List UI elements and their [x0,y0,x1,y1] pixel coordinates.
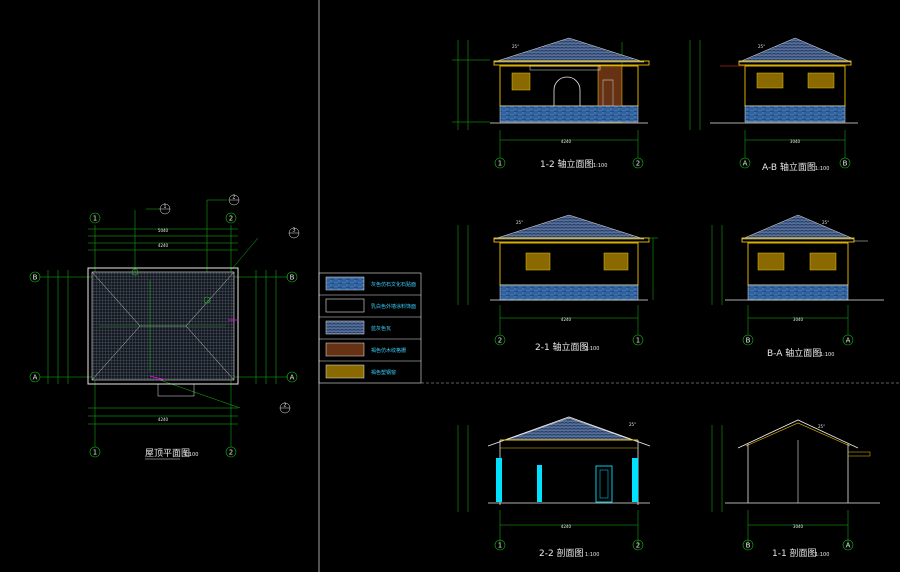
plan-dim-width: 4240 [158,243,169,248]
elev-1-2-axis-right: 2 [636,160,640,168]
elev-b-a-slope: 25° [822,220,829,225]
elev-1-2-axis-left: 1 [498,160,502,168]
plan-dim-width-bottom: 4240 [158,417,169,422]
roof-plan-drawing[interactable]: 1 2 1 2 B A B A 1 2 3 2 5040 4240 4240 屋… [29,195,300,460]
elev-2-1-title: 2-1 轴立面图 [535,341,589,353]
legend-swatch-window [325,364,365,379]
plan-axis-top-left: 1 [93,215,97,223]
elev-a-b-title: A-B 轴立面图 [762,161,816,173]
plan-axis-right-bottom: A [290,374,295,382]
elev-b-a-title: B-A 轴立面图 [767,347,821,359]
legend-label-white: 乳白色外墙涂料饰面 [371,303,416,310]
sect-1-1-axis-right: A [846,542,851,550]
sect-2-2-axis-left: 1 [498,542,502,550]
sect-2-2-title: 2-2 剖面图 [539,547,584,559]
elev-a-b-slope: 25° [758,44,765,49]
legend-swatch-tile [325,320,365,335]
plan-axis-bottom-right: 2 [229,449,233,457]
elev-2-1-axis-right: 1 [636,337,640,345]
legend-swatch-white [325,298,365,313]
elev-1-2-scale: 1:100 [593,163,607,169]
sect-2-2-dim: 4240 [561,524,572,529]
elev-b-a-dim: 3040 [793,317,804,322]
sect-1-1-title: 1-1 剖面图 [772,547,817,559]
elev-a-b-dim: 3040 [790,139,801,144]
material-legend: 灰色仿石文化石贴面 乳白色外墙涂料饰面 蓝灰色瓦 褐色仿木纹格栅 褐色塑钢窗 [318,272,422,384]
legend-swatch-wood [325,342,365,357]
elev-a-b-axis-left: A [743,160,748,168]
sect-1-1-dim: 3040 [793,524,804,529]
sect-1-1-slope: 25° [818,424,825,429]
sect-1-1-axis-left: B [746,542,751,550]
sect-1-1-scale: 1:100 [815,552,829,558]
elevation-a-b[interactable]: 25° 3040 A B A-B 轴立面图 1:100 [689,37,858,173]
plan-dim-total: 5040 [158,228,169,233]
elev-1-2-title: 1-2 轴立面图 [540,158,594,170]
plan-axis-bottom-left: 1 [93,449,97,457]
elev-1-2-slope: 25° [512,44,519,49]
legend-label-tile: 蓝灰色瓦 [371,325,391,332]
elev-b-a-scale: 1:100 [820,352,834,358]
legend-label-wood: 褐色仿木纹格栅 [371,347,406,354]
roof-plan-scale: 1:100 [184,452,198,458]
plan-axis-right-top: B [290,274,295,282]
sect-2-2-scale: 1:100 [585,552,599,558]
detail-mark-2: 2 [232,195,235,201]
elev-2-1-dim: 4240 [561,317,572,322]
elev-2-1-axis-left: 2 [498,337,502,345]
detail-mark-3: 3 [292,228,295,234]
sect-2-2-slope: 25° [629,422,636,427]
elev-1-2-dim: 4240 [561,139,572,144]
elev-2-1-scale: 1:100 [585,346,599,352]
legend-label-stone: 灰色仿石文化石贴面 [371,281,416,288]
section-1-1[interactable]: 25° 3040 B A 1-1 剖面图 1:100 [711,419,880,559]
roof-plan-title: 屋顶平面图 [145,448,190,459]
elevation-b-a[interactable]: 25° 3040 B A B-A 轴立面图 1:100 [711,214,884,359]
elev-2-1-slope: 25° [516,220,523,225]
sect-2-2-axis-right: 2 [636,542,640,550]
elev-b-a-axis-right: A [846,337,851,345]
plan-axis-top-right: 2 [229,215,233,223]
detail-mark-4: 2 [283,403,286,409]
plan-axis-left-top: B [33,274,38,282]
section-2-2[interactable]: 25° 4240 1 2 2-2 剖面图 1:100 [457,416,651,559]
elevation-2-1[interactable]: 25° 4240 2 1 2-1 轴立面图 1:100 [457,214,658,353]
plan-axis-left-bottom: A [33,374,38,382]
elev-a-b-scale: 1:100 [815,166,829,172]
elev-b-a-axis-left: B [746,337,751,345]
detail-mark-1: 1 [163,204,166,210]
elevation-1-2[interactable]: 25° 4240 1 2 1-2 轴立面图 1:100 [452,37,650,170]
legend-label-window: 褐色塑钢窗 [371,369,396,376]
elev-a-b-axis-right: B [843,160,848,168]
legend-swatch-stone [325,276,365,291]
